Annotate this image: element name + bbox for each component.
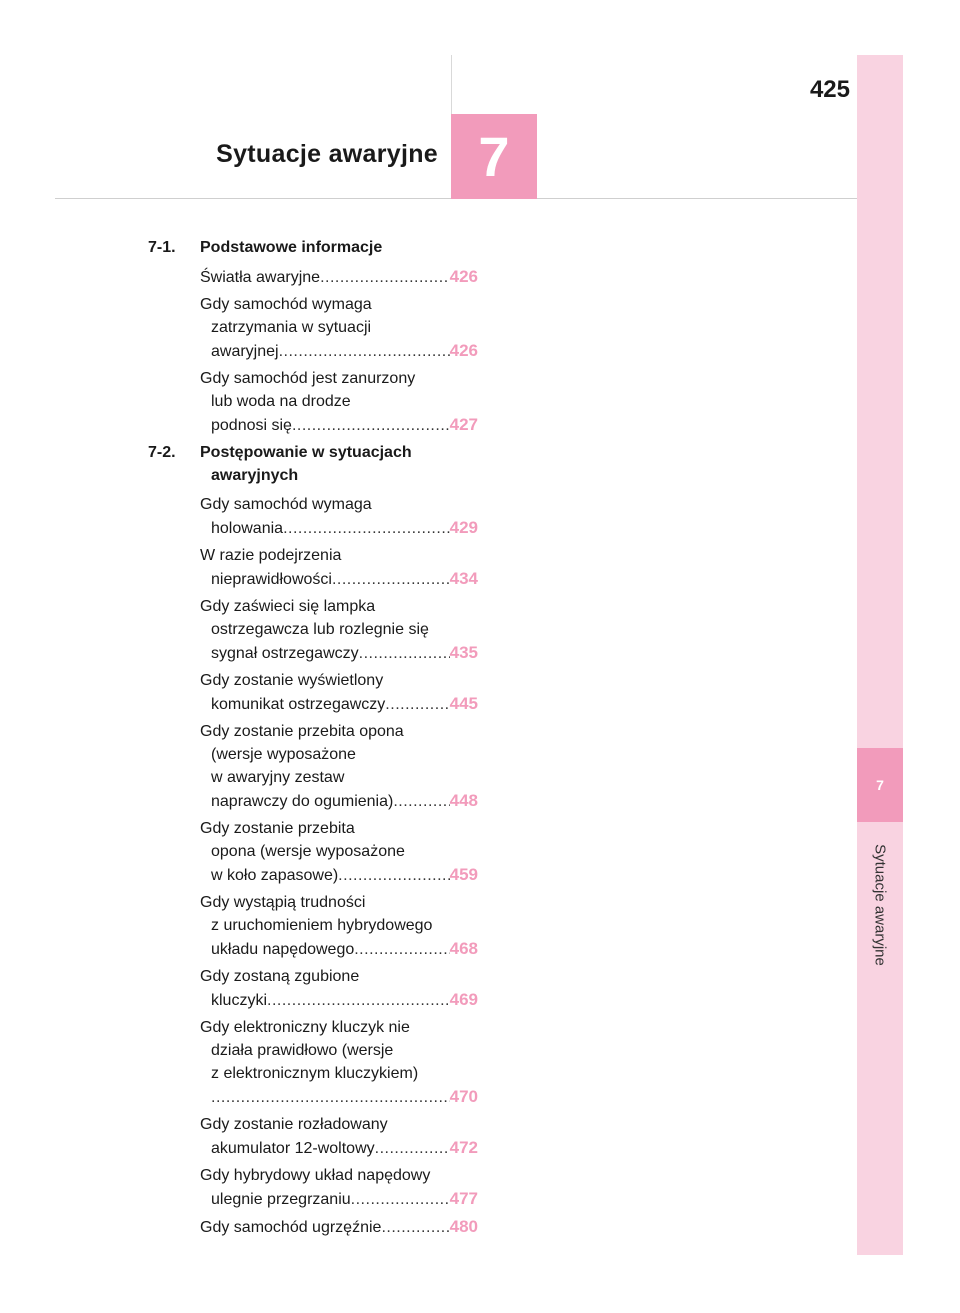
toc-entry-text: Gdy hybrydowy układ napędowy	[200, 1167, 431, 1184]
toc-entry-text: Gdy wystąpią trudności	[200, 894, 366, 911]
toc-entry[interactable]: Gdy zostanie przebita opona (wersje wypos…	[200, 720, 478, 813]
toc-entry[interactable]: Gdy zostaną zgubione kluczyki ...........…	[200, 965, 478, 1012]
section-number: 7-2.	[148, 444, 176, 461]
toc-page-number[interactable]: 429	[449, 518, 478, 537]
toc-entry[interactable]: Gdy hybrydowy układ napędowy ulegnie prze…	[200, 1164, 478, 1211]
toc-page-number[interactable]: 426	[449, 341, 478, 360]
toc-page-number[interactable]: 448	[449, 791, 478, 810]
toc-entry[interactable]: Gdy elektroniczny kluczyk nie działa praw…	[200, 1016, 478, 1109]
toc-entry[interactable]: Gdy zostanie wyświetlony komunikat ostrze…	[200, 669, 478, 716]
toc-entry-text: podnosi się	[211, 417, 292, 434]
toc-entry-text: Gdy zostanie rozładowany	[200, 1116, 388, 1133]
toc-entry-text: W razie podejrzenia	[200, 547, 342, 564]
toc-section-heading: 7-1. Podstawowe informacje	[148, 236, 478, 259]
chapter-title: Sytuacje awaryjne	[216, 140, 438, 168]
dot-leader: ........................................…	[267, 992, 450, 1009]
toc-entry[interactable]: Gdy samochód wymaga zatrzymania w sytuacj…	[200, 293, 478, 363]
toc-entry[interactable]: Gdy zostanie rozładowany akumulator 12-wo…	[200, 1113, 478, 1160]
toc-page-number[interactable]: 426	[449, 267, 478, 286]
toc-section-heading: 7-2. Postępowanie w sytuacjach awaryjnych	[148, 441, 478, 487]
toc-entry-text: z uruchomieniem hybrydowego	[211, 917, 433, 934]
toc-page-number[interactable]: 469	[449, 990, 478, 1009]
dot-leader: ........................................…	[291, 417, 450, 434]
toc-page-number[interactable]: 470	[449, 1087, 478, 1106]
dot-leader: ........................................…	[350, 1191, 450, 1208]
toc-entry-text: zatrzymania w sytuacji	[211, 319, 372, 336]
toc-entry-text: Gdy zaświeci się lampka	[200, 598, 376, 615]
toc-entry-text: (wersje wyposażone	[211, 746, 356, 763]
toc-entry-text: układu napędowego	[211, 941, 355, 958]
toc-entry-text: nieprawidłowości	[211, 571, 332, 588]
dot-leader: ........................................…	[374, 1140, 450, 1157]
dot-leader: ........................................…	[385, 696, 450, 713]
side-tab-chapter-7[interactable]: 7	[857, 748, 903, 822]
toc-entry-text: kluczyki	[211, 992, 268, 1009]
toc-entry-text: ulegnie przegrzaniu	[211, 1191, 351, 1208]
section-title: Postępowanie w sytuacjach awaryjnych	[200, 444, 412, 484]
dot-leader: ........................................…	[358, 645, 450, 662]
toc-entry-text: komunikat ostrzegawczy	[211, 696, 386, 713]
toc-entry-text: działa prawidłowo (wersje	[211, 1042, 394, 1059]
dot-leader: ........................................…	[354, 941, 449, 958]
dot-leader: ........................................…	[381, 1219, 449, 1236]
toc-entry-text: Gdy zostanie przebita	[200, 820, 355, 837]
page-number: 425	[809, 76, 850, 103]
dot-leader: ........................................…	[211, 1089, 450, 1106]
dot-leader: ........................................…	[331, 571, 450, 588]
dot-leader: ........................................…	[278, 343, 450, 360]
side-tab-strip	[857, 55, 903, 1255]
dot-leader: ........................................…	[393, 793, 450, 810]
toc-entry[interactable]: Gdy wystąpią trudności z uruchomieniem hy…	[200, 891, 478, 961]
toc-entry-text: naprawczy do ogumienia)	[211, 793, 394, 810]
dot-leader: ........................................…	[338, 867, 450, 884]
toc-page-number[interactable]: 477	[449, 1189, 478, 1208]
toc-entry[interactable]: Gdy samochód wymaga holowania ...........…	[200, 493, 478, 540]
dot-leader: ........................................…	[320, 269, 450, 286]
toc-entry[interactable]: W razie podejrzenia nieprawidłowości ....…	[200, 544, 478, 591]
toc-entry-text: lub woda na drodze	[211, 393, 351, 410]
toc-entry-text: holowania	[211, 520, 284, 537]
toc-page-number[interactable]: 434	[449, 569, 478, 588]
toc-entry-text: Gdy zostanie wyświetlony	[200, 672, 384, 689]
toc-entry[interactable]: Światła awaryjne .......................…	[200, 265, 478, 289]
toc-entry-text: Światła awaryjne	[200, 269, 321, 286]
toc-page-number[interactable]: 472	[449, 1138, 478, 1157]
toc-page-number[interactable]: 459	[449, 865, 478, 884]
section-number: 7-1.	[148, 239, 176, 256]
toc-entry-text: awaryjnej	[211, 343, 279, 360]
toc-entry[interactable]: Gdy samochód ugrzęźnie .................…	[200, 1215, 478, 1239]
toc-entry-text: Gdy samochód jest zanurzony	[200, 370, 416, 387]
toc-entry[interactable]: Gdy zaświeci się lampka ostrzegawcza lub …	[200, 595, 478, 665]
toc-entry-text: sygnał ostrzegawczy	[211, 645, 359, 662]
toc-entry-text: Gdy samochód ugrzęźnie	[200, 1219, 382, 1236]
toc-page-number[interactable]: 480	[449, 1217, 478, 1236]
toc-entry-text: Gdy zostanie przebita opona	[200, 723, 404, 740]
toc-page-number[interactable]: 468	[449, 939, 478, 958]
toc-page-number[interactable]: 445	[449, 694, 478, 713]
toc-entry-text: w awaryjny zestaw	[211, 769, 345, 786]
toc-entry-text: ostrzegawcza lub rozlegnie się	[211, 621, 429, 638]
chapter-number-box: 7	[451, 114, 537, 199]
toc-entry[interactable]: Gdy samochód jest zanurzony lub woda na d…	[200, 367, 478, 437]
toc-entry-text: Gdy samochód wymaga	[200, 296, 372, 313]
toc-entry-text: Gdy elektroniczny kluczyk nie	[200, 1019, 410, 1036]
section-title: Podstawowe informacje	[200, 239, 383, 256]
toc-entry-text: w koło zapasowe)	[211, 867, 339, 884]
toc-page-number[interactable]: 435	[449, 643, 478, 662]
toc-entry-text: Gdy zostaną zgubione	[200, 968, 360, 985]
side-tab-label: Sytuacje awaryjne	[871, 844, 889, 966]
toc-entry-text: z elektronicznym kluczykiem)	[211, 1065, 419, 1082]
toc-entry-text: akumulator 12-woltowy	[211, 1140, 375, 1157]
toc-entry-text: Gdy samochód wymaga	[200, 496, 372, 513]
toc-entry-text: opona (wersje wyposażone	[211, 843, 405, 860]
dot-leader: ........................................…	[283, 520, 450, 537]
toc-page-number[interactable]: 427	[449, 415, 478, 434]
toc-entry[interactable]: Gdy zostanie przebita opona (wersje wypos…	[200, 817, 478, 887]
